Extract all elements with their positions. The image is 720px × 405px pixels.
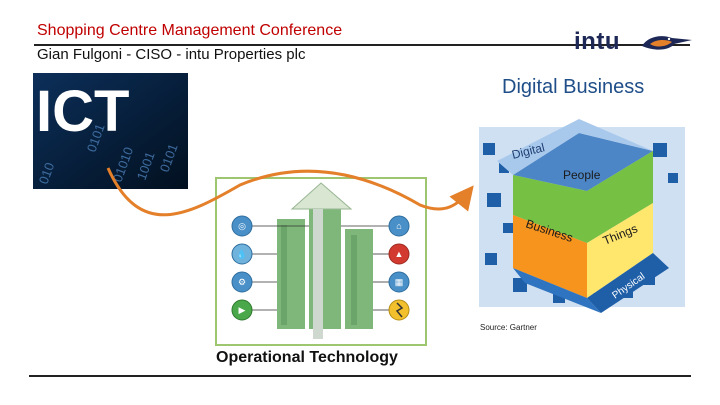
svg-text:▦: ▦: [395, 277, 404, 287]
digital-business-title: Digital Business: [502, 76, 645, 98]
binary-background: 0101 01010 1001 0101 010 ICT: [33, 73, 188, 189]
ict-label: ICT: [36, 79, 129, 144]
intu-logo: intu: [574, 28, 696, 58]
svg-text:010: 010: [36, 161, 58, 187]
ict-image: 0101 01010 1001 0101 010 ICT: [33, 73, 188, 189]
building-illustration: ◎ 💧 ⚙ ▶ ⌂ ▲ ▦: [231, 182, 410, 339]
logo-text: intu: [574, 28, 620, 55]
svg-text:▲: ▲: [395, 249, 404, 259]
svg-text:▶: ▶: [239, 305, 246, 315]
bird-icon: [642, 36, 692, 50]
source-note: Source: Gartner: [480, 323, 537, 332]
svg-text:◎: ◎: [238, 221, 246, 231]
device-icons-left: [231, 215, 253, 321]
digital-business-cube: Digital People Business Things Physical: [473, 103, 691, 318]
slide-subtitle: Gian Fulgoni - CISO - intu Properties pl…: [37, 46, 306, 63]
svg-text:💧: 💧: [236, 248, 247, 259]
footer-divider: [29, 375, 691, 377]
svg-text:⌂: ⌂: [396, 221, 401, 231]
operational-technology-image: ◎ 💧 ⚙ ▶ ⌂ ▲ ▦: [215, 177, 427, 346]
svg-text:⚙: ⚙: [238, 277, 246, 287]
device-icons-right: [388, 215, 410, 321]
operational-technology-caption: Operational Technology: [216, 349, 398, 366]
header-divider: [34, 44, 690, 46]
face-label-people: People: [563, 168, 601, 182]
cube-diagram: Digital People Business Things Physical: [479, 119, 685, 313]
slide-title: Shopping Centre Management Conference: [37, 22, 343, 39]
